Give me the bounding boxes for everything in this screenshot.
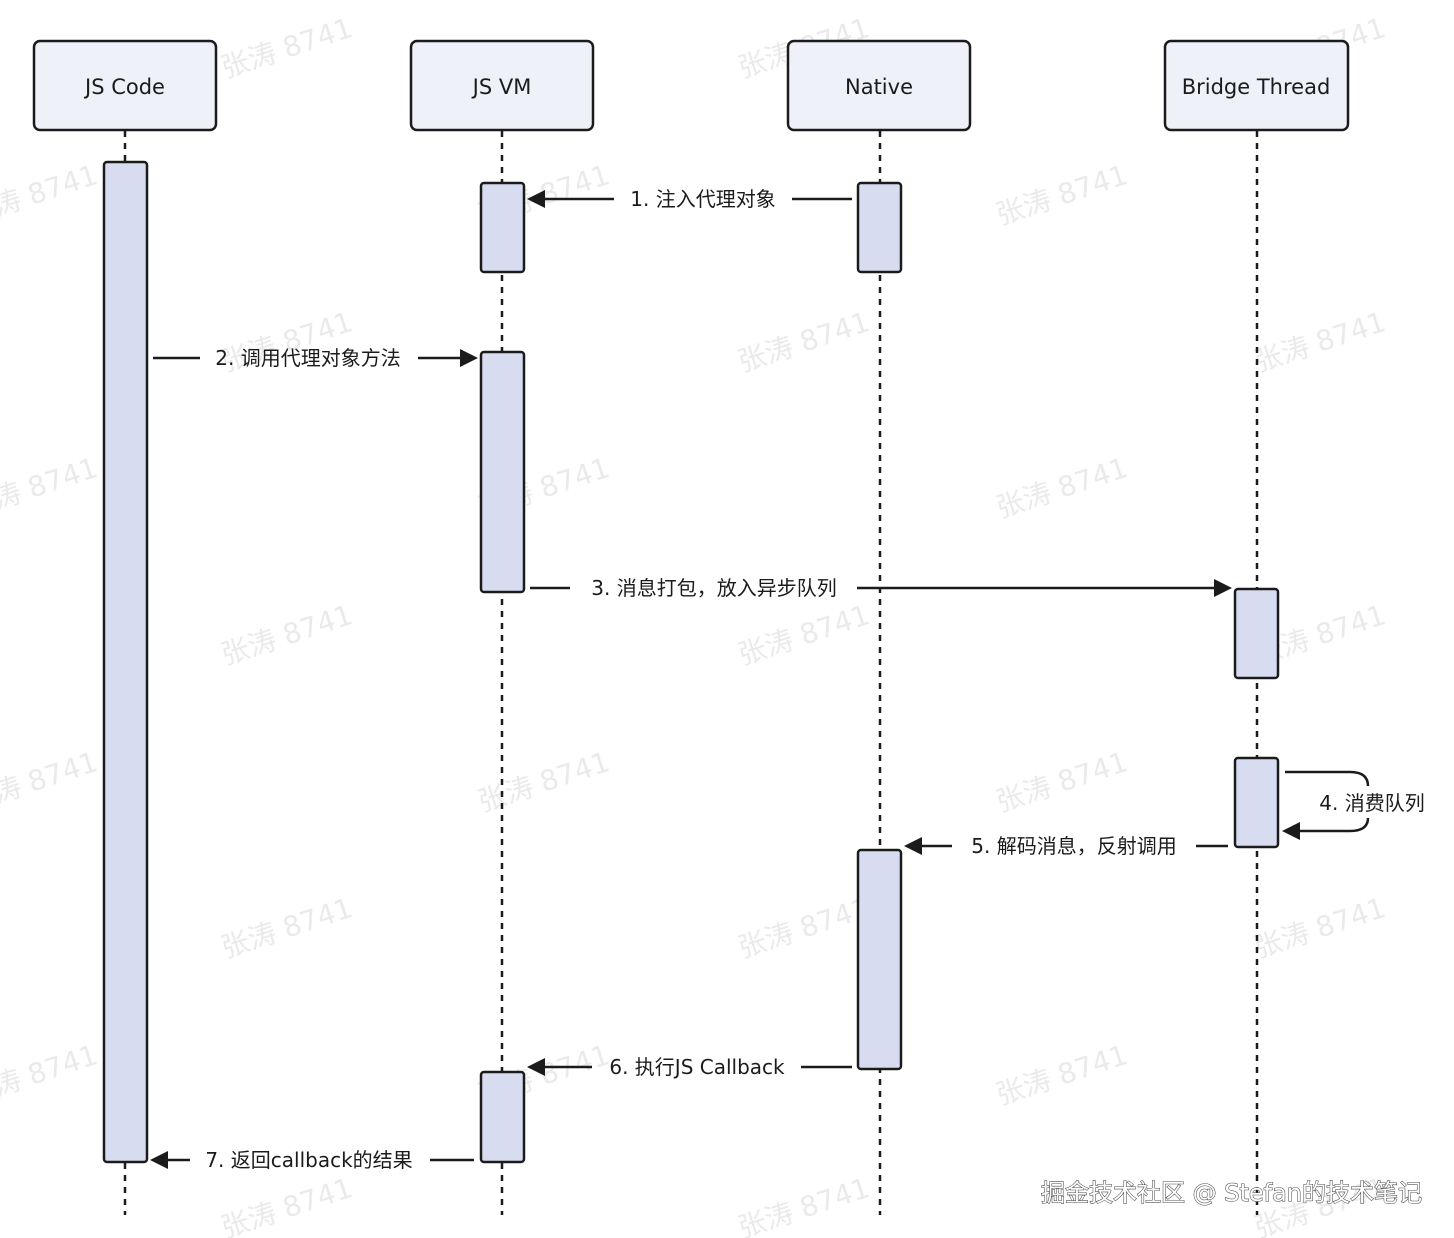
activation-native-1 (856, 181, 903, 274)
message-label: 4. 消费队列 (1319, 791, 1424, 815)
participant-bridge-thread[interactable]: Bridge Thread (1163, 39, 1350, 132)
watermark: 张涛 8741 (992, 1038, 1132, 1111)
participant-js-code[interactable]: JS Code (32, 39, 218, 132)
message-7: 7. 返回callback的结果 (150, 1148, 474, 1172)
participant-js-vm[interactable]: JS VM (409, 39, 595, 132)
arrowhead-icon (460, 349, 478, 367)
participant-label: JS VM (471, 75, 532, 99)
activation-js-code (102, 160, 149, 1164)
watermark: 张涛 8741 (734, 1171, 874, 1238)
watermark: 张涛 8741 (992, 745, 1132, 818)
message-4: 4. 消费队列 (1282, 770, 1425, 840)
footer-credit: 掘金技术社区 @ Stefan的技术笔记 (1041, 1179, 1422, 1207)
message-label: 7. 返回callback的结果 (205, 1148, 412, 1172)
activation-native-2 (856, 848, 903, 1071)
arrowhead-icon (904, 837, 922, 855)
watermark: 张涛 8741 (0, 1038, 102, 1111)
watermark: 张涛 8741 (217, 11, 357, 84)
watermark: 张涛 8741 (217, 891, 357, 964)
message-1: 1. 注入代理对象 (527, 187, 852, 211)
watermark: 张涛 8741 (1250, 305, 1390, 378)
watermark: 张涛 8741 (1250, 891, 1390, 964)
watermark: 张涛 8741 (217, 1171, 357, 1238)
message-3: 3. 消息打包，放入异步队列 (530, 576, 1232, 600)
activation-js-vm-3 (479, 1070, 526, 1164)
message-2: 2. 调用代理对象方法 (153, 346, 478, 370)
watermark: 张涛 8741 (217, 598, 357, 671)
participant-label: JS Code (83, 75, 165, 99)
message-label: 5. 解码消息，反射调用 (971, 834, 1176, 858)
message-5: 5. 解码消息，反射调用 (904, 834, 1228, 858)
activation-js-vm-1 (479, 181, 526, 274)
message-label: 3. 消息打包，放入异步队列 (591, 576, 836, 600)
message-label: 1. 注入代理对象 (630, 187, 775, 211)
arrowhead-icon (150, 1151, 168, 1169)
watermark: 张涛 8741 (992, 158, 1132, 231)
arrowhead-icon (527, 1058, 545, 1076)
arrowhead-icon (1214, 579, 1232, 597)
participant-label: Native (845, 75, 913, 99)
watermark: 张涛 8741 (0, 451, 102, 524)
watermark: 张涛 8741 (992, 451, 1132, 524)
watermark: 张涛 8741 (474, 745, 614, 818)
watermark: 张涛 8741 (734, 305, 874, 378)
activation-js-vm-2 (479, 350, 526, 594)
message-6: 6. 执行JS Callback (527, 1055, 852, 1079)
message-label: 2. 调用代理对象方法 (215, 346, 400, 370)
arrowhead-icon (1282, 822, 1300, 840)
message-label: 6. 执行JS Callback (609, 1055, 785, 1079)
watermark: 张涛 8741 (734, 598, 874, 671)
arrowhead-icon (527, 190, 545, 208)
watermark: 张涛 8741 (0, 745, 102, 818)
watermark: 张涛 8741 (734, 891, 874, 964)
participant-native[interactable]: Native (786, 39, 972, 132)
activation-bridge-2 (1233, 756, 1280, 849)
participant-label: Bridge Thread (1182, 75, 1331, 99)
watermark: 张涛 8741 (0, 158, 102, 231)
activation-bridge-1 (1233, 587, 1280, 680)
